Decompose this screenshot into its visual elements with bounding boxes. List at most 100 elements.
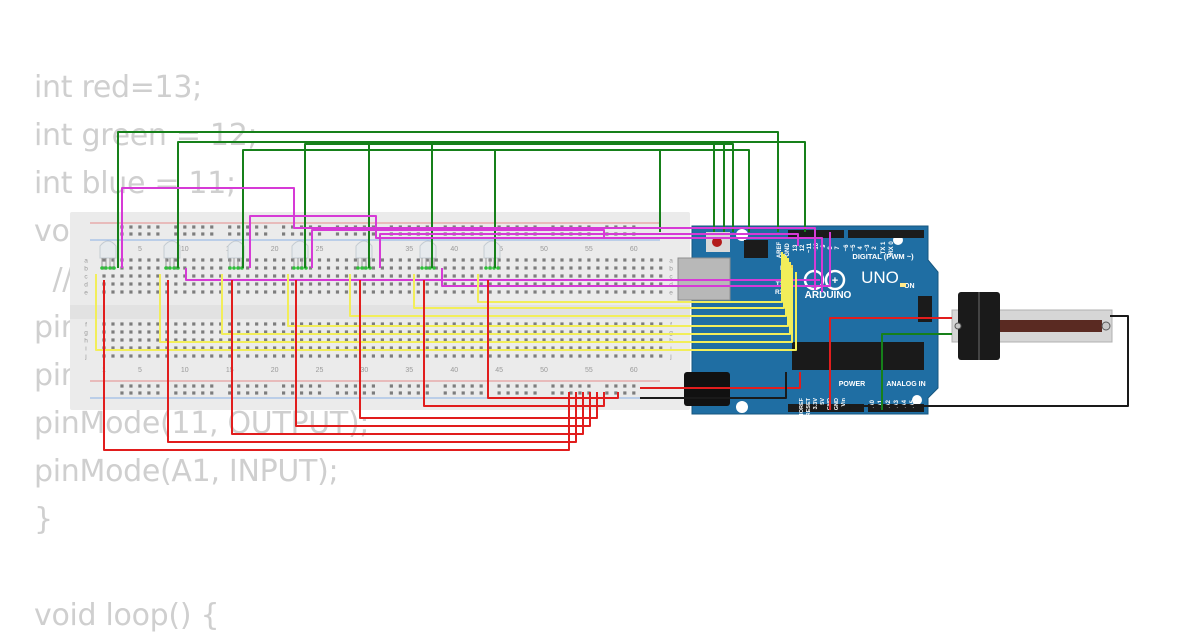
magenta-wire[interactable] bbox=[441, 232, 831, 287]
column-label: 55 bbox=[585, 246, 593, 253]
terminal-hole bbox=[138, 266, 142, 270]
column-label: 50 bbox=[540, 367, 548, 374]
terminal-hole bbox=[174, 258, 178, 262]
terminal-hole bbox=[147, 330, 151, 334]
rail-hole bbox=[308, 391, 313, 395]
green-wire[interactable] bbox=[881, 333, 952, 410]
rail-hole bbox=[120, 384, 124, 388]
terminal-hole bbox=[623, 282, 627, 286]
terminal-hole bbox=[434, 346, 438, 350]
terminal-hole bbox=[560, 354, 564, 358]
green-wire[interactable] bbox=[431, 143, 715, 268]
terminal-hole bbox=[353, 274, 358, 278]
yellow-wire[interactable] bbox=[349, 256, 787, 317]
red-wire[interactable] bbox=[231, 280, 584, 435]
terminal-hole bbox=[362, 354, 367, 358]
terminal-hole bbox=[578, 346, 582, 350]
terminal-hole bbox=[380, 346, 384, 350]
terminal-hole bbox=[362, 274, 367, 278]
terminal-hole bbox=[129, 274, 133, 278]
terminal-hole bbox=[524, 266, 528, 270]
led-pin-highlight bbox=[428, 266, 432, 270]
rgb-led[interactable] bbox=[163, 240, 181, 270]
led-pin-highlight bbox=[484, 266, 488, 270]
terminal-hole bbox=[264, 274, 268, 278]
terminal-hole bbox=[246, 322, 250, 326]
rail-hole bbox=[425, 384, 429, 388]
terminal-hole bbox=[632, 338, 636, 342]
terminal-hole bbox=[273, 290, 277, 294]
breadboard[interactable]: 1155101015152020252530303535404045455050… bbox=[70, 212, 690, 410]
green-wire[interactable] bbox=[494, 149, 661, 268]
red-wire[interactable] bbox=[295, 280, 591, 427]
terminal-hole bbox=[587, 354, 591, 358]
terminal-hole bbox=[308, 258, 313, 262]
terminal-hole bbox=[551, 274, 555, 278]
green-wire[interactable] bbox=[177, 141, 806, 268]
rail-hole bbox=[264, 225, 268, 229]
terminal-hole bbox=[461, 322, 465, 326]
terminal-hole bbox=[326, 338, 331, 342]
yellow-wire[interactable] bbox=[159, 268, 793, 343]
red-wire[interactable] bbox=[487, 280, 619, 399]
magenta-wire[interactable] bbox=[185, 268, 820, 281]
rail-hole bbox=[443, 391, 447, 395]
black-wire[interactable] bbox=[849, 315, 1129, 410]
red-wire[interactable] bbox=[103, 280, 570, 451]
terminal-hole bbox=[569, 266, 573, 270]
rail-hole bbox=[228, 232, 232, 236]
led-pin-highlight bbox=[168, 266, 172, 270]
slide-potentiometer[interactable] bbox=[951, 292, 1113, 360]
terminal-hole bbox=[416, 266, 420, 270]
black-wire[interactable] bbox=[640, 372, 787, 399]
terminal-hole bbox=[461, 258, 465, 262]
rgb-led[interactable] bbox=[99, 240, 117, 270]
rail-hole bbox=[470, 384, 474, 388]
arduino-uno[interactable]: − + ARDUINO UNO DIGITAL (PWM ~) ON POWER… bbox=[677, 225, 939, 416]
rail-hole bbox=[371, 391, 375, 395]
terminal-hole bbox=[210, 258, 214, 262]
rail-hole bbox=[174, 225, 178, 229]
terminal-hole bbox=[614, 290, 618, 294]
terminal-hole bbox=[542, 290, 546, 294]
terminal-hole bbox=[587, 258, 591, 262]
rail-hole bbox=[246, 384, 250, 388]
terminal-hole bbox=[605, 354, 609, 358]
reset-button[interactable] bbox=[712, 237, 722, 247]
terminal-hole bbox=[210, 282, 214, 286]
terminal-hole bbox=[659, 266, 663, 270]
yellow-wire[interactable] bbox=[287, 258, 789, 327]
terminal-hole bbox=[479, 354, 483, 358]
terminal-hole bbox=[389, 354, 393, 358]
magenta-wire[interactable] bbox=[379, 233, 799, 268]
rail-hole bbox=[389, 391, 393, 395]
magenta-wire[interactable] bbox=[249, 215, 823, 292]
terminal-hole bbox=[282, 338, 286, 342]
digital-header-right bbox=[848, 230, 924, 238]
yellow-wire[interactable] bbox=[95, 272, 797, 351]
yellow-wire[interactable] bbox=[477, 252, 783, 303]
breadboard-column-labels: 1155101015152020252530303535404045455050… bbox=[102, 246, 638, 374]
led-pin-highlight bbox=[496, 266, 500, 270]
rgb-leds[interactable] bbox=[99, 240, 501, 270]
rail-hole bbox=[228, 391, 232, 395]
row-label: a bbox=[669, 258, 673, 265]
yellow-wire[interactable] bbox=[413, 254, 785, 309]
terminal-hole bbox=[389, 290, 393, 294]
yellow-wire[interactable] bbox=[221, 262, 791, 335]
terminal-hole bbox=[201, 354, 205, 358]
green-wire[interactable] bbox=[117, 131, 779, 268]
rail-hole bbox=[290, 384, 295, 388]
red-wire[interactable] bbox=[829, 317, 952, 410]
terminal-hole bbox=[587, 330, 591, 334]
terminal-hole bbox=[461, 290, 465, 294]
terminal-hole bbox=[641, 274, 645, 278]
wires[interactable] bbox=[95, 131, 1129, 451]
red-wire[interactable] bbox=[640, 372, 801, 389]
terminal-hole bbox=[497, 322, 501, 326]
aref-label: AREF bbox=[777, 242, 783, 259]
rail-hole bbox=[524, 384, 528, 388]
terminal-hole bbox=[228, 354, 232, 358]
terminal-hole bbox=[605, 330, 609, 334]
